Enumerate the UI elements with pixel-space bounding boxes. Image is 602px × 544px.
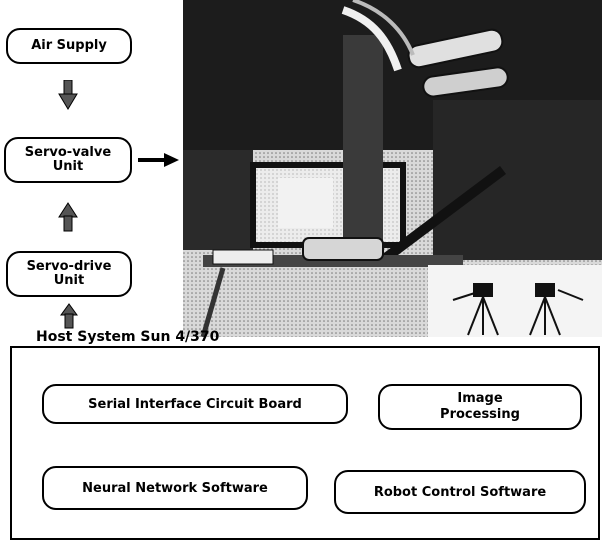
host-system-panel: Serial Interface Circuit Board Image Pro… xyxy=(10,346,600,540)
serial-interface-board-label: Serial Interface Circuit Board xyxy=(88,396,302,412)
image-processing-box: Image Processing xyxy=(378,384,582,430)
serial-interface-board-box: Serial Interface Circuit Board xyxy=(42,384,348,424)
robot-control-software-box: Robot Control Software xyxy=(334,470,586,514)
robot-control-software-label: Robot Control Software xyxy=(373,484,547,500)
robot-arm-photo xyxy=(183,0,602,337)
neural-network-software-box: Neural Network Software xyxy=(42,466,308,510)
arrow-up-small-icon xyxy=(60,303,78,329)
host-system-title: Host System Sun 4/370 xyxy=(36,329,220,345)
servo-valve-unit-box: Servo-valve Unit xyxy=(4,137,132,183)
servo-drive-label-1: Servo-drive xyxy=(26,259,112,274)
arrow-down-icon xyxy=(58,80,78,110)
arrow-up-icon xyxy=(58,202,78,232)
servo-valve-label-2: Unit xyxy=(52,159,84,174)
camera-icon-right xyxy=(529,283,584,336)
servo-drive-label-2: Unit xyxy=(53,273,85,288)
image-processing-label-1: Image xyxy=(457,391,503,406)
air-supply-box: Air Supply xyxy=(6,28,132,64)
camera-icon-left xyxy=(452,283,499,336)
image-processing-label-2: Processing xyxy=(440,407,520,422)
neural-network-software-label: Neural Network Software xyxy=(82,480,268,496)
air-supply-label: Air Supply xyxy=(31,38,107,53)
servo-valve-label-1: Servo-valve xyxy=(24,145,112,160)
arrow-right-icon xyxy=(138,153,179,167)
servo-drive-unit-box: Servo-drive Unit xyxy=(6,251,132,297)
